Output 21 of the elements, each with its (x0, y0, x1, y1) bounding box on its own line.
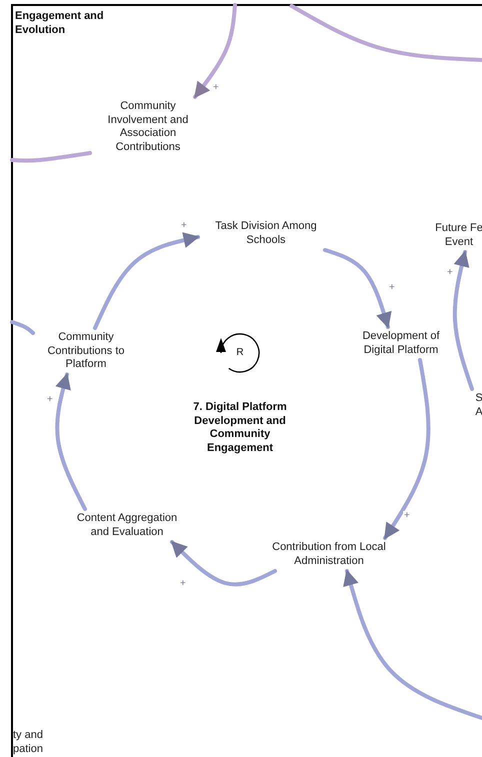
arrow (55, 372, 87, 511)
loop-title: 7. Digital Platform Development and Community Engagement (192, 401, 288, 455)
arrow (452, 250, 474, 391)
arrow (323, 248, 392, 329)
variable-label: Future Fe Event (434, 222, 482, 249)
arrow (93, 232, 200, 330)
variable-label: Content Aggregation and Evaluation (76, 512, 178, 539)
arrow (193, 3, 237, 99)
loop-title: Engagement and Evolution (15, 10, 105, 37)
connector-line (10, 151, 92, 163)
variable-label: Task Division Among Schools (214, 220, 318, 247)
loop-type-label: R (235, 346, 245, 360)
variable-label: ty and pation (13, 729, 44, 756)
variable-label: Contribution from Local Administration (271, 541, 387, 568)
arrow (383, 358, 430, 540)
arrow (170, 540, 277, 586)
variable-label: Development of Digital Platform (361, 330, 441, 357)
variable-label: Community Involvement and Association Contributions (106, 100, 190, 154)
connector-line (10, 320, 35, 335)
arrow (343, 569, 482, 720)
variable-label: Community Contributions to Platform (46, 331, 126, 372)
